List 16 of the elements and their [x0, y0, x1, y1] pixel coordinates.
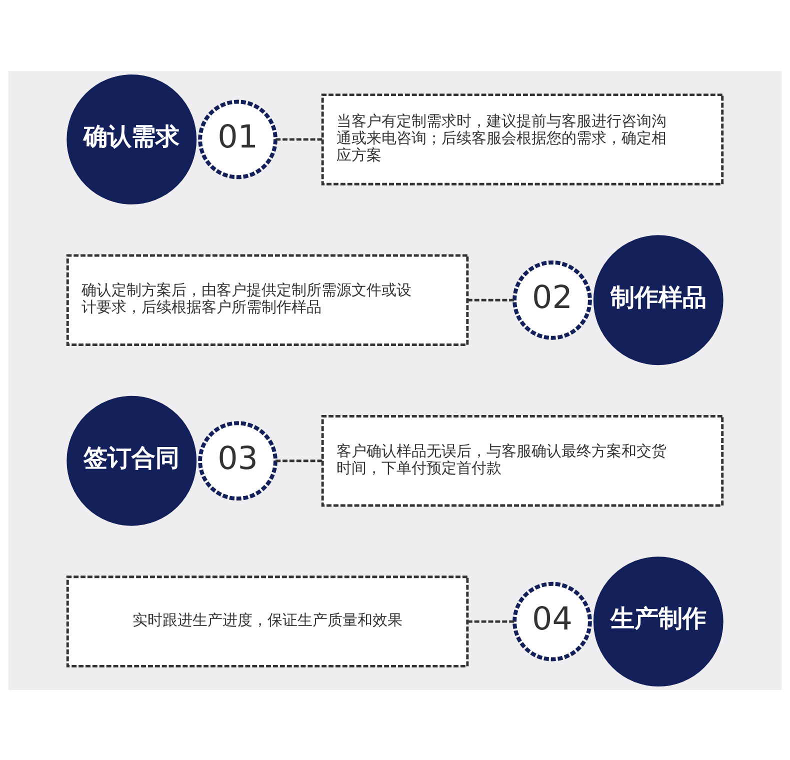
node-box: 确认定制方案后，由客户提供定制所需源文件或设计要求，后续根据客户所需制作样品: [66, 254, 469, 346]
node-box: 实时跟进生产进度，保证生产质量和效果: [66, 575, 469, 667]
node-circle: 制作样品: [593, 234, 724, 365]
node-box: 当客户有定制需求时，建议提前与客服进行咨询沟通或来电咨询；后续客服会根据您的需求，确定相应方案: [321, 93, 724, 185]
connector: [276, 138, 322, 140]
connector: [276, 459, 322, 462]
connector: [467, 298, 514, 301]
node-circle: 01: [198, 99, 278, 179]
node-circle: 04: [512, 581, 592, 661]
connector: [467, 620, 514, 622]
node-circle: 03: [198, 420, 278, 500]
node-circle: 生产制作: [593, 556, 724, 686]
node-box: 客户确认样品无误后，与客服确认最终方案和交货时间，下单付预定首付款: [321, 414, 724, 506]
node-circle: 02: [512, 260, 592, 340]
node-circle: 确认需求: [66, 74, 197, 204]
node-circle: 签订合同: [66, 395, 197, 526]
